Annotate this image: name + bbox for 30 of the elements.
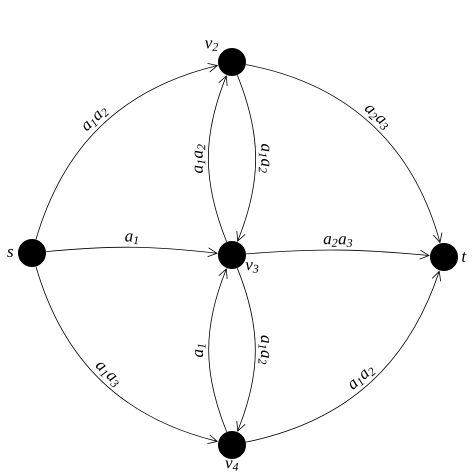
edge-label: a$_{1}$a$_{2}$ bbox=[194, 144, 206, 173]
edge-label: a$_{2}$a$_{3}$ bbox=[324, 236, 352, 247]
arrow bbox=[208, 268, 228, 432]
vertex-dot bbox=[218, 48, 246, 76]
vertex-label: s bbox=[7, 248, 14, 258]
arrow bbox=[246, 64, 442, 244]
arrow bbox=[36, 266, 218, 444]
edge-label: a$_{1}$a$_{3}$ bbox=[96, 362, 119, 387]
vertex-label: v$_{2}$ bbox=[205, 40, 218, 51]
edge-label: a$_{1}$a$_{2}$ bbox=[350, 368, 376, 390]
vertex-label: t bbox=[462, 252, 466, 262]
edge-label: a$_{2}$a$_{3}$ bbox=[365, 106, 388, 130]
edge-label: a$_{1}$ bbox=[125, 233, 138, 244]
vertex-label: v$_{4}$ bbox=[225, 460, 238, 471]
arrow bbox=[46, 246, 218, 258]
edge-label: a$_{1}$a$_{2}$ bbox=[258, 336, 270, 364]
vertex-dot bbox=[218, 431, 246, 459]
arrow bbox=[36, 62, 218, 240]
arrow bbox=[208, 75, 228, 242]
edge-label: a$_{1}$a$_{2}$ bbox=[84, 108, 109, 131]
edge-label: a$_{1}$ bbox=[194, 344, 206, 357]
arrow bbox=[236, 268, 256, 432]
vertex-label: v$_{3}$ bbox=[245, 262, 258, 273]
arrow bbox=[236, 74, 256, 242]
edge-label: a$_{1}$a$_{2}$ bbox=[258, 144, 270, 173]
arrow bbox=[246, 270, 442, 443]
vertex-dot bbox=[18, 239, 46, 267]
vertex-dot bbox=[218, 241, 246, 269]
arrow bbox=[246, 250, 430, 260]
vertex-dot bbox=[430, 243, 458, 271]
